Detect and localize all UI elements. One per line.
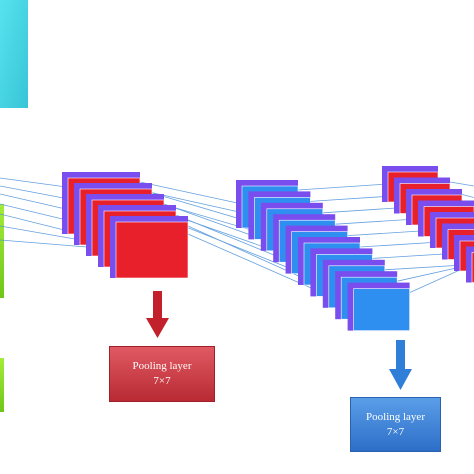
feature-map-stack-blue [236, 180, 410, 331]
down-arrow-red [146, 291, 169, 338]
feature-map-stack-red [62, 172, 189, 279]
pooling-layer-size: 7×7 [386, 425, 405, 438]
down-arrow-blue [389, 340, 412, 390]
feature-map-blue-front [353, 288, 410, 331]
feature-map-stack-right [382, 166, 474, 283]
connector-line [297, 183, 389, 191]
pooling-layer-title: Pooling layer [366, 410, 425, 423]
connector-line [0, 177, 71, 188]
pooling-layer-title: Pooling layer [132, 360, 192, 372]
pooling-layer-size: 7×7 [153, 375, 171, 387]
connector-line [139, 181, 243, 205]
feature-map-right-back [466, 246, 474, 283]
feature-map-right-front [471, 252, 474, 283]
feature-map-red-front [115, 221, 189, 279]
input-block-green-upper [0, 204, 4, 298]
input-block-cyan [0, 0, 28, 108]
pooling-layer-box-red: Pooling layer 7×7 [109, 346, 215, 402]
input-block-green-lower [0, 358, 4, 412]
pooling-layer-box-blue: Pooling layer 7×7 [350, 397, 441, 452]
